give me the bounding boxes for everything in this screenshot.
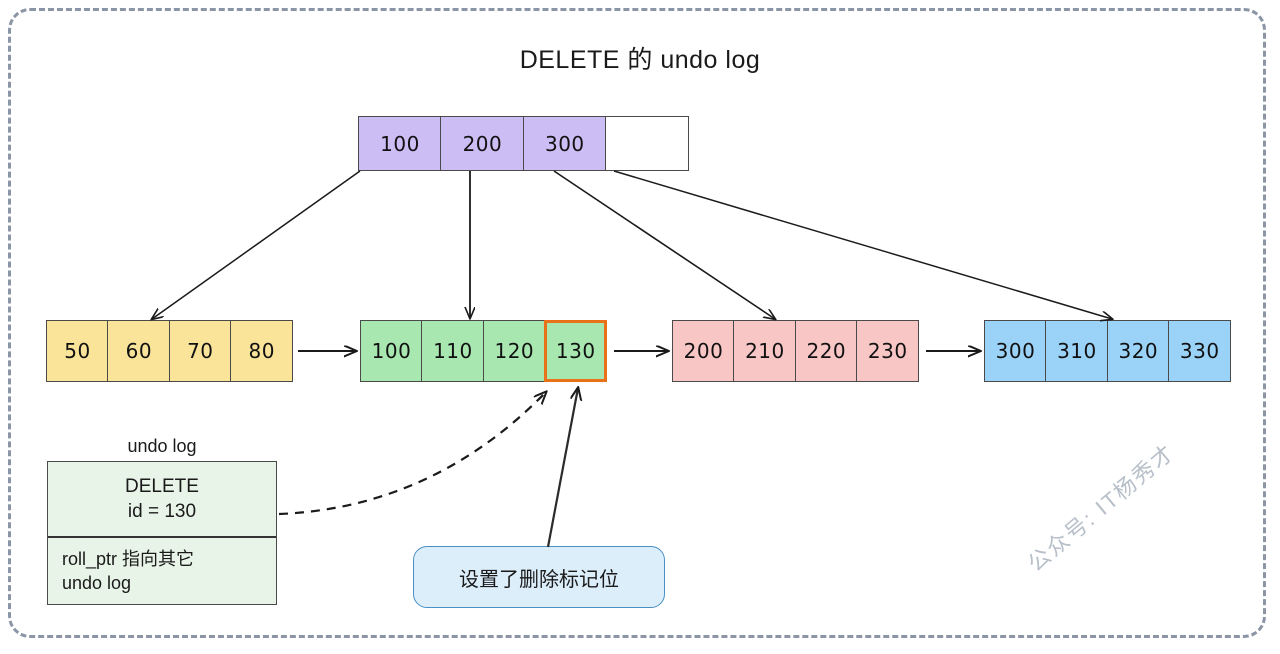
leaf-a-cell-3[interactable]: 80: [230, 320, 294, 382]
undo-log-box: DELETE id = 130 roll_ptr 指向其它 undo log: [47, 461, 277, 605]
leaf-b-cell-3-deleted[interactable]: 130: [544, 320, 608, 382]
leaf-c-cell-0[interactable]: 200: [672, 320, 735, 382]
leaf-node-200: 200 210 220 230: [672, 320, 920, 382]
undo-log-rollptr-line2: undo log: [62, 573, 132, 593]
leaf-b-cell-0[interactable]: 100: [360, 320, 423, 382]
leaf-b-cell-1[interactable]: 110: [421, 320, 485, 382]
undo-log-operation-section: DELETE id = 130: [48, 462, 276, 538]
leaf-node-50: 50 60 70 80: [46, 320, 294, 382]
root-cell-0[interactable]: 100: [358, 116, 442, 171]
undo-log-operation: DELETE: [125, 475, 199, 497]
page-title: DELETE 的 undo log: [519, 46, 761, 74]
leaf-node-100: 100 110 120 130: [360, 320, 608, 382]
root-node: 100 200 300: [358, 116, 690, 171]
outer-dashed-frame: [8, 8, 1266, 638]
undo-log-caption: undo log: [127, 436, 197, 456]
leaf-d-cell-2[interactable]: 320: [1106, 320, 1170, 382]
leaf-c-cell-2[interactable]: 220: [794, 320, 858, 382]
leaf-a-cell-1[interactable]: 60: [107, 320, 171, 382]
undo-log-rollptr-section: roll_ptr 指向其它 undo log: [48, 538, 276, 604]
undo-log-condition: id = 130: [127, 501, 197, 522]
delete-flag-callout: 设置了删除标记位: [413, 546, 665, 608]
leaf-d-cell-3[interactable]: 330: [1168, 320, 1232, 382]
leaf-a-cell-0[interactable]: 50: [46, 320, 109, 382]
leaf-a-cell-2[interactable]: 70: [168, 320, 232, 382]
leaf-node-300: 300 310 320 330: [984, 320, 1232, 382]
undo-log-rollptr-line1: roll_ptr 指向其它: [62, 548, 195, 569]
root-cell-3-empty[interactable]: [605, 116, 690, 171]
root-cell-2[interactable]: 300: [522, 116, 607, 171]
leaf-d-cell-1[interactable]: 310: [1045, 320, 1109, 382]
delete-flag-callout-label: 设置了删除标记位: [459, 568, 619, 591]
leaf-b-cell-2[interactable]: 120: [482, 320, 546, 382]
root-cell-1[interactable]: 200: [440, 116, 525, 171]
leaf-c-cell-1[interactable]: 210: [733, 320, 797, 382]
leaf-c-cell-3[interactable]: 230: [856, 320, 920, 382]
leaf-d-cell-0[interactable]: 300: [984, 320, 1047, 382]
